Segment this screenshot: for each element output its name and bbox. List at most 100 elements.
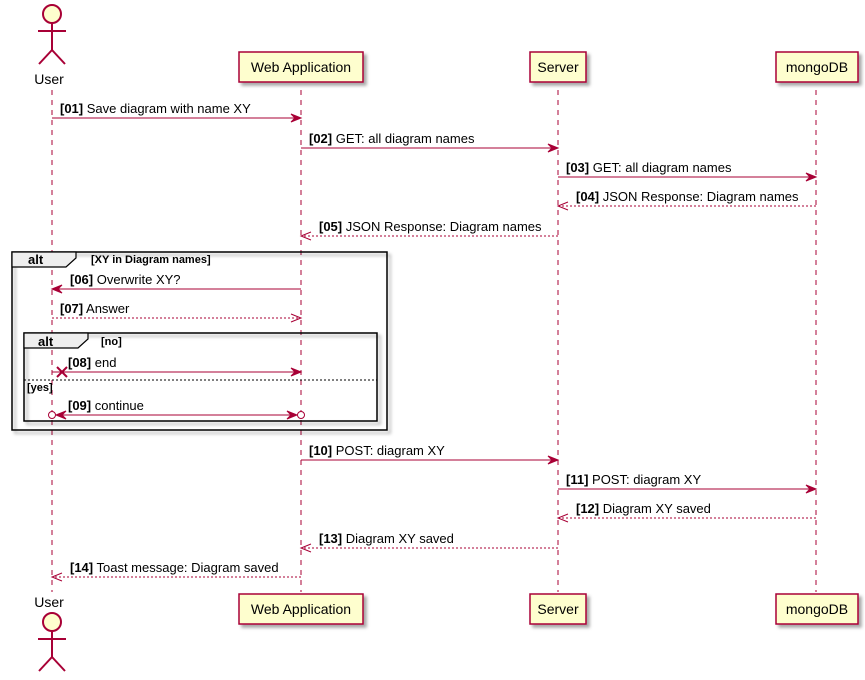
message-12: [12] Diagram XY saved bbox=[556, 501, 816, 523]
message-9: [09] continue bbox=[48, 398, 305, 420]
message-text: JSON Response: Diagram names bbox=[342, 219, 542, 234]
message-number: [11] bbox=[566, 472, 588, 487]
arrowhead bbox=[547, 455, 560, 465]
else-guard: [yes] bbox=[27, 382, 53, 394]
message-text: end bbox=[91, 355, 116, 370]
endpoint-circle bbox=[297, 411, 305, 419]
message-label: [01] Save diagram with name XY bbox=[60, 101, 251, 116]
message-text: Diagram XY saved bbox=[599, 501, 711, 516]
participant-label: Server bbox=[537, 601, 579, 617]
message-text: Save diagram with name XY bbox=[83, 101, 251, 116]
message-text: Overwrite XY? bbox=[93, 272, 180, 287]
message-text: GET: all diagram names bbox=[589, 160, 732, 175]
message-label: [02] GET: all diagram names bbox=[309, 131, 475, 146]
message-number: [05] bbox=[319, 219, 342, 234]
message-label: [06] Overwrite XY? bbox=[70, 272, 181, 287]
message-6: [06] Overwrite XY? bbox=[50, 272, 301, 294]
participant-server-top: Server bbox=[529, 51, 587, 83]
message-number: [04] bbox=[576, 189, 599, 204]
message-10: [10] POST: diagram XY bbox=[301, 443, 560, 465]
participant-web-top: Web Application bbox=[238, 51, 364, 83]
message-number: [06] bbox=[70, 272, 93, 287]
alt-fragment-outer: alt [XY in Diagram names] bbox=[11, 251, 388, 431]
arrowhead bbox=[50, 284, 63, 294]
arrowhead bbox=[805, 172, 818, 182]
participant-mongo-top: mongoDB bbox=[775, 51, 859, 83]
message-text: JSON Response: Diagram names bbox=[599, 189, 799, 204]
actor-stick-figure-icon bbox=[38, 612, 66, 672]
message-text: GET: all diagram names bbox=[332, 131, 475, 146]
alt-inner-title: alt bbox=[38, 334, 54, 349]
message-number: [07] bbox=[60, 301, 83, 316]
message-11: [11] POST: diagram XY bbox=[558, 472, 818, 494]
arrowhead bbox=[286, 410, 299, 420]
actor-user-bottom: User bbox=[34, 594, 66, 672]
arrowhead bbox=[54, 410, 67, 420]
alt-title: alt bbox=[28, 252, 44, 267]
lost-message-cross-icon bbox=[56, 366, 68, 378]
actor-label: User bbox=[34, 594, 64, 610]
message-number: [08] bbox=[68, 355, 91, 370]
message-label: [12] Diagram XY saved bbox=[576, 501, 711, 516]
message-text: Answer bbox=[83, 301, 130, 316]
participant-label: Web Application bbox=[251, 601, 351, 617]
message-number: [13] bbox=[319, 531, 342, 546]
participant-label: Web Application bbox=[251, 59, 351, 75]
arrowhead bbox=[805, 484, 818, 494]
message-label: [14] Toast message: Diagram saved bbox=[70, 560, 279, 575]
arrowhead bbox=[299, 543, 312, 553]
message-number: [10] bbox=[309, 443, 332, 458]
message-3: [03] GET: all diagram names bbox=[558, 160, 818, 182]
alt-fragment-inner: alt [no] [yes] bbox=[23, 332, 378, 422]
arrowhead bbox=[50, 572, 63, 582]
message-number: [02] bbox=[309, 131, 332, 146]
message-label: [05] JSON Response: Diagram names bbox=[319, 219, 542, 234]
message-4: [04] JSON Response: Diagram names bbox=[556, 189, 816, 211]
participant-web-bottom: Web Application bbox=[238, 593, 364, 625]
actor-user-top: User bbox=[34, 4, 66, 87]
endpoint-circle bbox=[48, 411, 56, 419]
alt-inner-guard: [no] bbox=[101, 336, 122, 348]
arrowhead bbox=[556, 201, 569, 211]
participant-label: mongoDB bbox=[786, 59, 848, 75]
message-number: [12] bbox=[576, 501, 599, 516]
arrowhead bbox=[290, 113, 303, 123]
message-14: [14] Toast message: Diagram saved bbox=[50, 560, 301, 582]
message-label: [11] POST: diagram XY bbox=[566, 472, 701, 487]
arrowhead bbox=[299, 231, 312, 241]
participant-server-bottom: Server bbox=[529, 593, 587, 625]
message-label: [13] Diagram XY saved bbox=[319, 531, 454, 546]
participant-label: Server bbox=[537, 59, 579, 75]
message-label: [04] JSON Response: Diagram names bbox=[576, 189, 799, 204]
message-label: [10] POST: diagram XY bbox=[309, 443, 445, 458]
message-label: [08] end bbox=[68, 355, 116, 370]
arrowhead bbox=[290, 313, 303, 323]
arrowhead bbox=[290, 367, 303, 377]
message-number: [09] bbox=[68, 398, 91, 413]
arrowhead bbox=[547, 143, 560, 153]
message-5: [05] JSON Response: Diagram names bbox=[299, 219, 558, 241]
participant-label: mongoDB bbox=[786, 601, 848, 617]
message-label: [09] continue bbox=[68, 398, 144, 413]
message-1: [01] Save diagram with name XY bbox=[52, 101, 303, 123]
participants: User Web Application Server mongoDB User bbox=[34, 4, 859, 672]
message-7: [07] Answer bbox=[52, 301, 303, 323]
arrowhead bbox=[556, 513, 569, 523]
message-label: [03] GET: all diagram names bbox=[566, 160, 732, 175]
messages: [01] Save diagram with name XY [02] GET: … bbox=[48, 101, 818, 582]
message-text: continue bbox=[91, 398, 144, 413]
message-text: Diagram XY saved bbox=[342, 531, 454, 546]
message-label: [07] Answer bbox=[60, 301, 130, 316]
message-text: POST: diagram XY bbox=[332, 443, 445, 458]
alt-guard: [XY in Diagram names] bbox=[91, 254, 211, 266]
message-text: Toast message: Diagram saved bbox=[93, 560, 278, 575]
message-number: [03] bbox=[566, 160, 589, 175]
actor-label: User bbox=[34, 71, 64, 87]
participant-mongo-bottom: mongoDB bbox=[775, 593, 859, 625]
actor-stick-figure-icon bbox=[38, 4, 66, 65]
message-number: [01] bbox=[60, 101, 83, 116]
message-text: POST: diagram XY bbox=[588, 472, 701, 487]
message-8: [08] end bbox=[52, 355, 303, 378]
message-number: [14] bbox=[70, 560, 93, 575]
